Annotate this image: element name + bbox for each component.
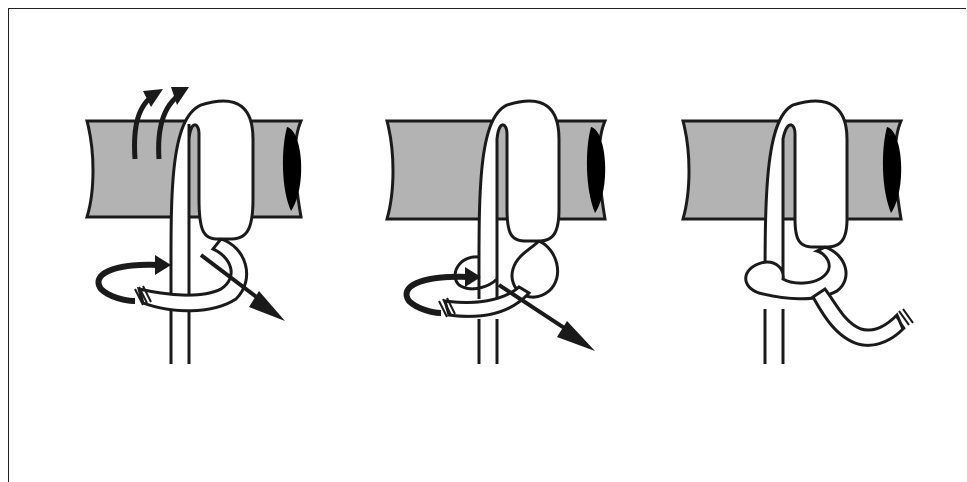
knot-step-3 bbox=[675, 79, 915, 379]
diagram-frame bbox=[8, 8, 966, 482]
knot-step-3-illustration bbox=[675, 79, 915, 379]
knot-step-1 bbox=[71, 79, 311, 379]
pole bbox=[87, 121, 301, 217]
pole bbox=[683, 121, 901, 219]
knot-step-2-illustration bbox=[379, 79, 619, 379]
pull-arrow-icon bbox=[499, 285, 595, 351]
knot-step-1-illustration bbox=[71, 79, 311, 379]
knot-step-2 bbox=[379, 79, 619, 379]
